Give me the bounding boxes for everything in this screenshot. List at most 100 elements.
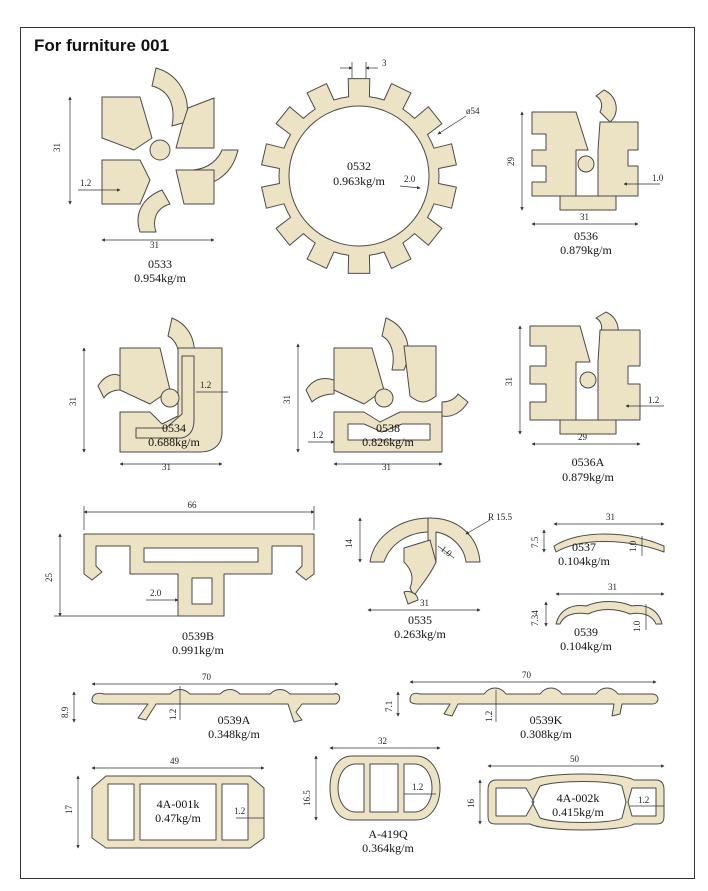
profile-4a002k-dim-height: 16 [466, 799, 476, 809]
profile-0539k-weight: 0.308kg/m [520, 727, 572, 741]
profile-4a001k-dim-width: 49 [170, 756, 180, 766]
profile-4a001k-dim-height: 17 [64, 805, 74, 815]
dimension-line [437, 115, 467, 135]
profile-0535-code: 0535 [408, 613, 432, 627]
profile-0539b-dim-wall: 2.0 [150, 588, 162, 598]
profile-0532-weight: 0.963kg/m [333, 174, 385, 188]
profile-4a001k-weight: 0.47kg/m [155, 811, 201, 825]
profile-0532: 3 ø54 2.0 0532 0.963kg/m [261, 58, 480, 274]
profile-0539k-dim-width: 70 [522, 670, 532, 680]
profile-0532-dim-diameter: ø54 [466, 106, 480, 116]
profile-0536a-shape [529, 311, 641, 435]
profile-0539b-weight: 0.991kg/m [172, 643, 224, 657]
page-heading: For furniture 001 [34, 36, 170, 55]
profile-0539k: 70 7.1 1.2 0539K 0.308kg/m [384, 670, 659, 741]
profile-4a001k-shape [91, 775, 265, 849]
profile-0533: 31 31 1.2 0533 0.954kg/m [52, 67, 239, 285]
profile-0534-weight: 0.688kg/m [148, 435, 200, 449]
profile-0538-shape [305, 317, 469, 453]
profile-0538-dim-wall: 1.2 [312, 430, 323, 440]
profile-0536a-code: 0536A [572, 455, 605, 469]
profile-4a002k-weight: 0.415kg/m [552, 805, 604, 819]
profile-a419q-dim-wall: 1.2 [412, 782, 423, 792]
profile-0532-dim-tooth: 3 [382, 58, 387, 68]
profile-a419q-dim-height: 16.5 [302, 790, 312, 806]
profile-0539b-dim-height: 25 [44, 573, 54, 583]
profile-0536a-weight: 0.879kg/m [562, 470, 614, 484]
profile-0535-weight: 0.263kg/m [394, 627, 446, 641]
profile-0539k-dim-height: 7.1 [384, 701, 394, 712]
profile-0538-weight: 0.826kg/m [362, 435, 414, 449]
profile-0539b-shape [83, 533, 315, 617]
profile-0536-dim-wall: 1.0 [652, 173, 664, 183]
profile-0537-dim-wall: 1.0 [628, 540, 638, 552]
profile-0539a: 70 8.9 1.2 0539A 0.348kg/m [60, 672, 341, 741]
profile-0534-code: 0534 [162, 421, 186, 435]
profile-0533-weight: 0.954kg/m [134, 271, 186, 285]
profile-0539-code: 0539 [574, 625, 598, 639]
profile-0536-code: 0536 [574, 229, 598, 243]
profile-0534-dim-height: 31 [68, 397, 78, 406]
profile-0539a-code: 0539A [218, 713, 251, 727]
profile-4a001k: 49 17 1.2 4A-001k 0.47kg/m [64, 756, 265, 849]
profile-a419q-shape [329, 755, 441, 821]
profile-0533-shape [101, 67, 239, 233]
profile-0536a-dim-width: 29 [578, 432, 588, 442]
profile-0539k-code: 0539K [530, 713, 563, 727]
profile-0536-shape [531, 89, 639, 211]
profile-0535-dim-width: 31 [420, 598, 429, 608]
profile-0534: 31 31 1.2 0534 0.688kg/m [68, 317, 228, 472]
profile-0537-weight: 0.104kg/m [558, 554, 610, 568]
profile-0536: 29 31 1.0 0536 0.879kg/m [506, 89, 664, 257]
profile-0538: 31 31 1.2 0538 0.826kg/m [282, 317, 469, 472]
profile-0534-dim-width: 31 [162, 462, 171, 472]
profile-0538-code: 0538 [376, 421, 400, 435]
profile-0535-dim-height: 14 [344, 539, 354, 549]
profile-0538-dim-width: 31 [382, 462, 391, 472]
profile-0539-dim-wall: 1.0 [632, 620, 642, 632]
profile-4a002k-code: 4A-002k [557, 791, 600, 805]
profile-0539a-dim-wall: 1.2 [168, 709, 178, 720]
profile-4a002k-shape [487, 773, 665, 831]
profile-0538-dim-height: 31 [282, 395, 292, 404]
profile-0539k-dim-wall: 1.2 [484, 711, 494, 722]
profile-0539a-weight: 0.348kg/m [208, 727, 260, 741]
profile-4a002k: 50 16 1.2 4A-002k 0.415kg/m [466, 754, 665, 831]
profile-0539-dim-height: 7.34 [530, 610, 540, 626]
profile-4a001k-code: 4A-001k [157, 797, 200, 811]
profile-0539b-code: 0539B [182, 629, 214, 643]
dimension-line [399, 185, 421, 190]
profile-0536a-dim-wall: 1.2 [648, 395, 659, 405]
profile-0534-dim-wall: 1.2 [200, 380, 211, 390]
profile-a419q: 32 16.5 1.2 A-419Q 0.364kg/m [302, 736, 441, 855]
dimension-line [437, 545, 455, 559]
profile-a419q-code: A-419Q [368, 827, 408, 841]
profile-0533-code: 0533 [148, 257, 172, 271]
profile-0533-dim-wall: 1.2 [80, 178, 91, 188]
profile-0539-shape [555, 601, 663, 625]
profile-0537-dim-width: 31 [606, 512, 615, 522]
profile-0537-dim-height: 7.5 [530, 536, 540, 548]
profile-0539-weight: 0.104kg/m [560, 639, 612, 653]
profile-0534-shape [97, 317, 223, 453]
profile-0536-dim-width: 31 [580, 212, 589, 222]
profile-0536a: 31 29 1.2 0536A 0.879kg/m [504, 311, 664, 484]
profile-0539-dim-width: 31 [608, 582, 617, 592]
profile-a419q-weight: 0.364kg/m [362, 841, 414, 855]
profile-0532-shape [261, 78, 457, 274]
profile-0537-code: 0537 [572, 540, 596, 554]
profile-0536-dim-height: 29 [506, 157, 516, 167]
profile-0539a-shape [91, 689, 341, 723]
profile-0539b-dim-width: 66 [188, 500, 198, 510]
profile-0539a-dim-height: 8.9 [60, 706, 70, 718]
profile-0532-dim-wall: 2.0 [404, 174, 416, 184]
dimension-line [465, 519, 491, 535]
profile-a419q-dim-width: 32 [378, 736, 387, 746]
profile-4a002k-dim-width: 50 [570, 754, 580, 764]
profile-0539: 31 7.34 1.0 0539 0.104kg/m [530, 582, 665, 653]
profile-4a002k-dim-wall: 1.2 [638, 795, 649, 805]
profile-0535: R 15.5 14 1.0 31 0535 0.263kg/m [344, 512, 513, 641]
profile-0535-dim-radius: R 15.5 [488, 512, 513, 522]
profile-0539a-dim-width: 70 [202, 672, 212, 682]
